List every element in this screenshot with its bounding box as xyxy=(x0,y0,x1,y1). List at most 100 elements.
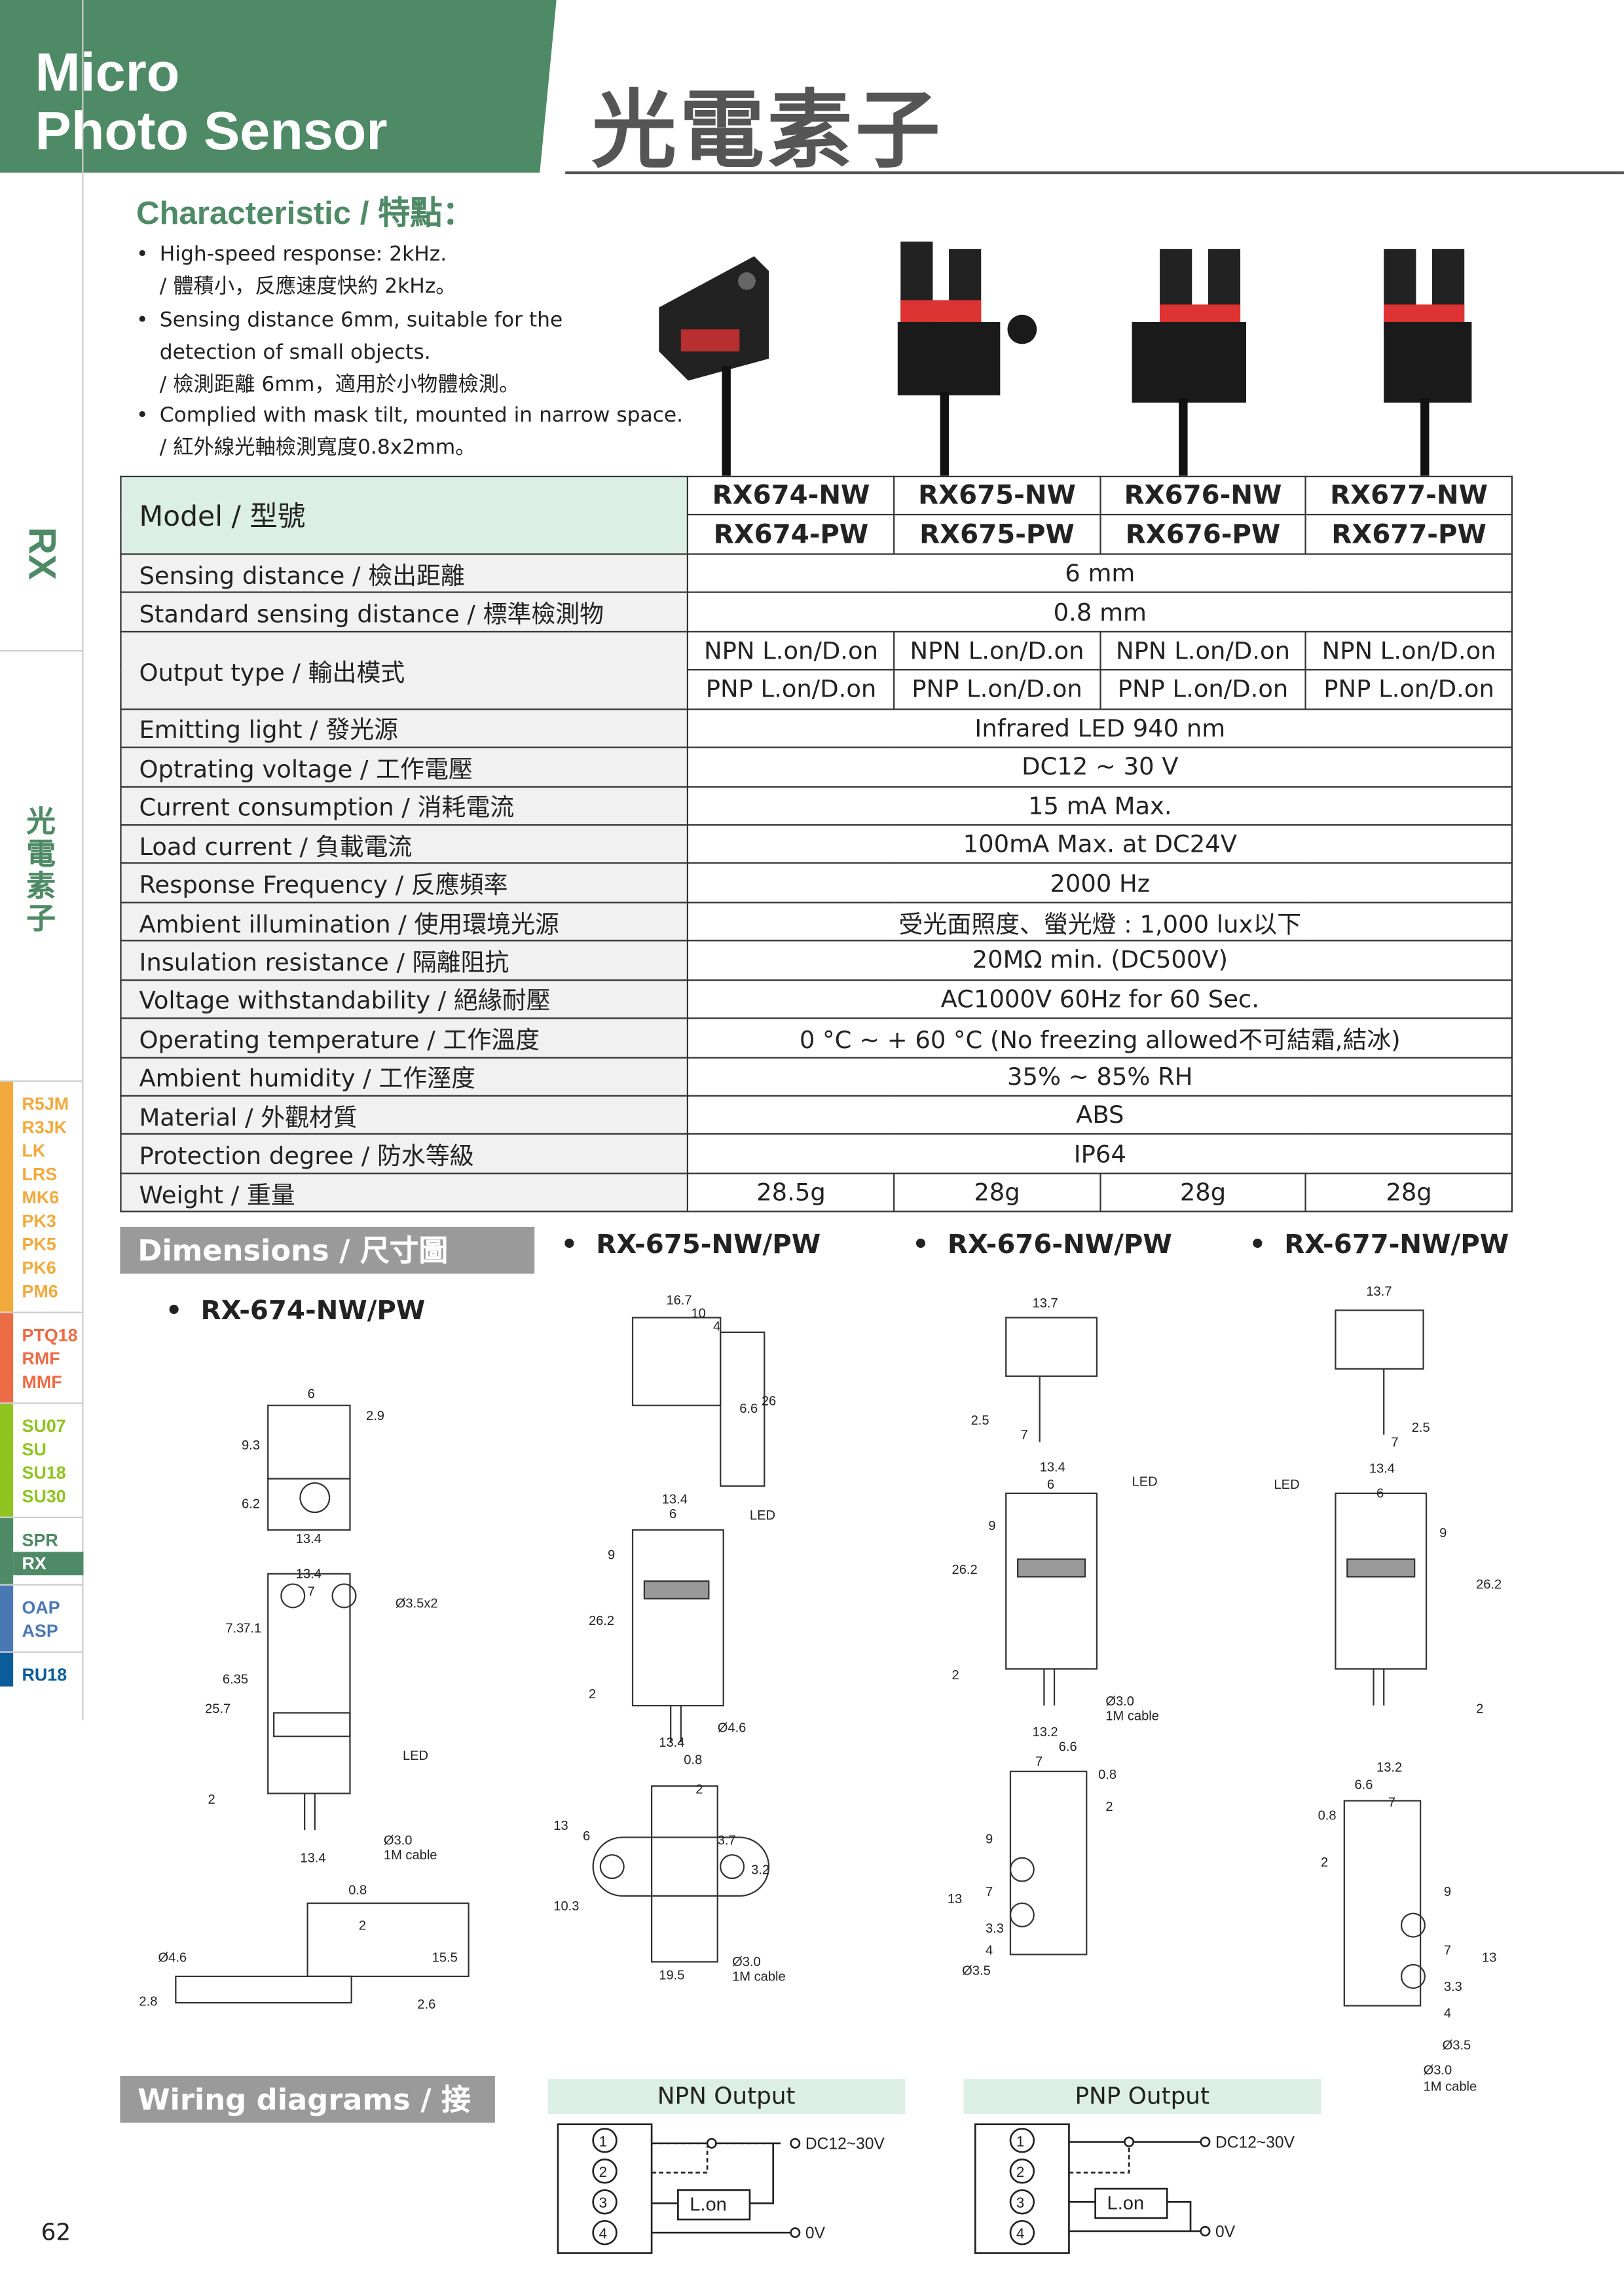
model-nw-1: RX674-NW xyxy=(687,475,895,517)
side-link-ptq18[interactable]: PTQ18 xyxy=(22,1324,78,1346)
label-text: 0.8 xyxy=(684,1753,702,1768)
side-link-pk5[interactable]: PK5 xyxy=(22,1234,56,1255)
side-link-pk3[interactable]: PK3 xyxy=(22,1211,56,1231)
header-title-line2: Photo Sensor xyxy=(35,101,388,161)
label-text: LED xyxy=(750,1508,775,1523)
spec-label: Sensing distance / 檢出距離 xyxy=(120,553,689,594)
model-676-label: • RX-676-NW/PW xyxy=(912,1230,1172,1261)
label-text: 13.2 xyxy=(1376,1760,1402,1775)
side-link-rx[interactable]: RX xyxy=(13,1552,84,1576)
label-text: Ø3.5 xyxy=(962,1964,991,1978)
bullet-3: •Complied with mask tilt, mounted in nar… xyxy=(136,399,683,464)
model-nw-2: RX675-NW xyxy=(893,475,1101,517)
label-text: 7 xyxy=(1444,1943,1451,1958)
label-text: 7 xyxy=(1391,1435,1398,1449)
spec-value: 6 mm xyxy=(687,553,1513,594)
side-link-lk[interactable]: LK xyxy=(22,1140,46,1161)
spec-label: Protection degree / 防水等級 xyxy=(120,1133,689,1175)
spec-value: 0.8 mm xyxy=(687,592,1513,632)
model-pw-2: RX675-PW xyxy=(893,514,1101,555)
label-text: 2 xyxy=(1321,1855,1328,1870)
label-text: 2 xyxy=(599,2164,607,2180)
group-color-bar xyxy=(0,1518,14,1584)
spec-value: AC1000V 60Hz for 60 Sec. xyxy=(687,979,1513,1019)
label-text: 13.4 xyxy=(1040,1460,1065,1474)
model-675-label: • RX-675-NW/PW xyxy=(561,1230,821,1261)
label-text: Ø3.0 xyxy=(1424,2064,1452,2078)
label-text: 6 xyxy=(308,1387,315,1402)
label-text: 2 xyxy=(359,1918,366,1933)
label-text: 9 xyxy=(1439,1526,1447,1540)
label-text: 15.5 xyxy=(432,1951,458,1965)
label-text: 6.35 xyxy=(223,1673,248,1687)
label-text: 26.2 xyxy=(1476,1577,1502,1592)
text: High-speed response: 2kHz. xyxy=(159,243,447,266)
side-link-su30[interactable]: SU30 xyxy=(22,1485,66,1507)
label-text: 2 xyxy=(208,1793,215,1807)
model-nw-3: RX676-NW xyxy=(1099,475,1307,517)
label-text: 13 xyxy=(948,1892,962,1906)
side-link-su[interactable]: SU xyxy=(22,1439,46,1460)
spec-label: Ambient illumination / 使用環境光源 xyxy=(120,902,689,942)
label-text: 26.2 xyxy=(952,1563,978,1577)
product-image-rx677 xyxy=(1384,249,1472,476)
label-text: DC12~30V xyxy=(805,2136,885,2153)
side-link-su07[interactable]: SU07 xyxy=(22,1415,66,1436)
output-npn: NPN L.on/D.on xyxy=(687,630,895,671)
label-text: 4 xyxy=(713,1320,720,1334)
side-link-ru18[interactable]: RU18 xyxy=(22,1664,67,1685)
group-color-bar xyxy=(0,1082,14,1312)
label-text: 0.8 xyxy=(348,1884,367,1898)
side-link-lrs[interactable]: LRS xyxy=(22,1163,58,1185)
spec-label: Operating temperature / 工作溫度 xyxy=(120,1017,689,1058)
label-text: 2 xyxy=(952,1668,959,1683)
spec-label: Emitting light / 發光源 xyxy=(120,708,689,748)
label-text: 2.5 xyxy=(971,1413,989,1428)
label-text: 13.4 xyxy=(659,1736,684,1750)
side-link-su18[interactable]: SU18 xyxy=(22,1462,66,1484)
label-text: 6 xyxy=(1376,1487,1384,1501)
pnp-title: PNP Output xyxy=(963,2079,1321,2115)
side-link-pk6[interactable]: PK6 xyxy=(22,1257,56,1279)
label-text: DC12~30V xyxy=(1215,2134,1295,2152)
side-link-pm6[interactable]: PM6 xyxy=(22,1281,58,1302)
label-text: 4 xyxy=(1444,2006,1451,2020)
label-text: 9 xyxy=(988,1519,995,1533)
label-text: 3.2 xyxy=(751,1863,769,1877)
tab-cn: 光電素子 xyxy=(26,803,56,936)
text: RX-676-NW/PW xyxy=(947,1230,1172,1261)
side-link-oap[interactable]: OAP xyxy=(22,1597,60,1618)
label-text: 7.3 xyxy=(225,1621,244,1635)
label-text: 7 xyxy=(986,1885,993,1899)
side-link-mk6[interactable]: MK6 xyxy=(22,1187,60,1208)
side-link-r3jk[interactable]: R3JK xyxy=(22,1117,67,1138)
product-image-rx675 xyxy=(897,241,1037,476)
side-link-spr[interactable]: SPR xyxy=(22,1529,58,1551)
group-color-bar xyxy=(0,1313,14,1403)
label-text: 6 xyxy=(583,1829,590,1844)
spec-value: IP64 xyxy=(687,1133,1513,1175)
side-link-rmf[interactable]: RMF xyxy=(22,1348,60,1369)
label-text: 6 xyxy=(669,1507,676,1522)
label-text: LED xyxy=(1132,1475,1158,1489)
spec-value: 0 °C ~ + 60 °C (No freezing allowed不可結霜,… xyxy=(687,1017,1513,1058)
text: RX-677-NW/PW xyxy=(1284,1230,1509,1261)
label-text: Ø3.5x2 xyxy=(396,1596,438,1611)
label-text: 3.7 xyxy=(718,1834,736,1848)
side-link-asp[interactable]: ASP xyxy=(22,1620,58,1641)
label-text: Ø4.6 xyxy=(718,1721,747,1735)
label-text: Ø3.5 xyxy=(1443,2039,1471,2053)
weight-2: 28g xyxy=(893,1172,1101,1213)
side-link-r5jm[interactable]: R5JM xyxy=(22,1093,69,1114)
label-text: L.on xyxy=(690,2195,727,2215)
side-link-mmf[interactable]: MMF xyxy=(22,1372,62,1393)
spec-value: 2000 Hz xyxy=(687,862,1513,903)
